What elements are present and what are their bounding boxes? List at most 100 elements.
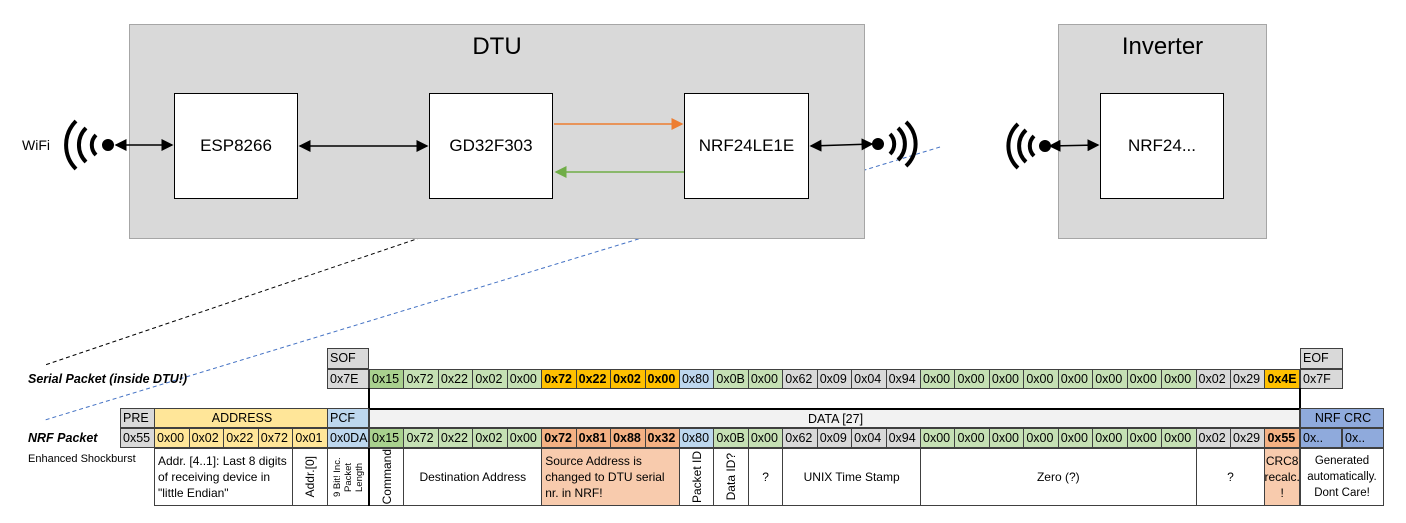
desc-command: Command [379,449,394,505]
serial-byte: 0x04 [851,369,887,389]
serial-byte: 0x00 [506,369,543,389]
arrow-nrf-antenna [809,138,874,152]
nrf-byte: 0x88 [610,428,646,448]
nrf-byte: 0x00 [1057,428,1094,448]
data-header: DATA [27] [369,408,1300,428]
desc-unix: UNIX Time Stamp [803,470,900,484]
desc-unknown1-cell: ? [747,448,784,506]
serial-byte: 0x22 [437,369,474,389]
desc-zero: Zero (?) [1036,470,1080,484]
serial-byte: 0x80 [678,369,715,389]
inverter-title: Inverter [1121,33,1204,60]
nrf-byte: 0x00 [506,428,543,448]
wifi-antenna-icon [64,119,114,171]
serial-byte: 0x62 [782,369,818,389]
serial-packet-label: Serial Packet (inside DTU!) [28,372,188,386]
serial-byte: 0x00 [1126,369,1163,389]
pre-header: PRE [120,408,155,428]
serial-byte: 0x00 [954,369,990,389]
serial-byte: 0x15 [369,369,405,389]
nrf-packet-sublabel: Enhanced Shockburst [28,453,136,465]
dtu-antenna-icon [872,120,918,168]
address-byte: 0x02 [188,428,225,448]
nrf-crc-header: NRF CRC [1300,408,1384,428]
nrf-byte: 0x00 [1126,428,1163,448]
nrf-byte: 0x94 [885,428,922,448]
nrf-byte: 0x00 [1161,428,1197,448]
desc-addr0: Addr.[0] [303,456,317,498]
address-byte: 0x00 [154,428,190,448]
desc-unknown2-cell: ? [1195,448,1266,506]
nrf-byte: 0x55 [1264,428,1300,448]
desc-addr0-cell: Addr.[0] [292,448,328,506]
desc-addr41: Addr. [4..1]: Last 8 digits of receiving… [154,448,293,506]
inverter-antenna-icon [1006,122,1051,170]
nrf-byte: 0x62 [782,428,818,448]
arrow-antenna-inverter [1048,139,1100,152]
nrf-byte: 0x29 [1230,428,1266,448]
nrf-packet-label: NRF Packet [28,431,98,445]
desc-dest: Destination Address [419,470,527,484]
nrf-byte: 0x00 [747,428,784,448]
nrf-byte: 0x00 [988,428,1025,448]
pre-value: 0x55 [120,428,155,448]
serial-byte: 0x00 [1092,369,1128,389]
serial-byte: 0x02 [472,369,508,389]
divider [1299,388,1301,408]
serial-byte: 0x00 [1057,369,1094,389]
serial-byte: 0x94 [885,369,922,389]
nrf-byte: 0x72 [541,428,577,448]
nrf-crc-byte: 0x.. [1300,428,1342,448]
desc-packet-id: Packet ID [689,450,704,504]
desc-pcf: 9 Bit! Inc. Packet Length [331,457,365,497]
nrf-byte: 0x22 [437,428,474,448]
serial-byte: 0x00 [920,369,956,389]
nrf-byte: 0x00 [1092,428,1128,448]
chip-nrf24-inverter: NRF24... [1100,93,1224,199]
desc-pcf-cell: 9 Bit! Inc. Packet Length [327,448,369,506]
wifi-label: WiFi [22,137,50,153]
serial-byte: 0x4E [1264,369,1300,389]
divider [368,388,370,408]
serial-byte: 0x00 [747,369,784,389]
desc-unknown2: ? [1227,470,1234,484]
serial-byte: 0x72 [541,369,577,389]
serial-byte: 0x00 [1023,369,1059,389]
serial-byte: 0x00 [1161,369,1197,389]
eof-header: EOF [1300,348,1343,369]
address-byte: 0x72 [257,428,294,448]
nrf-byte: 0x80 [678,428,715,448]
serial-byte: 0x02 [610,369,646,389]
desc-data-id-cell: Data ID? [713,448,749,506]
pcf-value: 0x0DA [327,428,369,448]
nrf-crc-byte: 0x.. [1342,428,1384,448]
desc-source: Source Address is changed to DTU serial … [545,454,665,500]
nrf-byte: 0x00 [1023,428,1059,448]
divider [368,448,370,506]
desc-zero-cell: Zero (?) [920,448,1197,506]
serial-byte: 0x72 [403,369,439,389]
serial-byte: 0x00 [988,369,1025,389]
pcf-header: PCF [327,408,369,428]
desc-packet-id-cell: Packet ID [678,448,715,506]
desc-crc8: CRC8 recalc. ! [1264,454,1300,500]
nrf-byte: 0x81 [575,428,612,448]
nrf-byte: 0x02 [472,428,508,448]
desc-source-cell: Source Address is changed to DTU serial … [541,448,680,506]
nrf-byte: 0x00 [954,428,990,448]
arrows [64,118,1100,178]
serial-byte: 0x22 [575,369,612,389]
serial-byte: 0x29 [1230,369,1266,389]
nrf-byte: 0x02 [1195,428,1231,448]
dtu-title: DTU [472,33,522,60]
eof-value: 0x7F [1300,369,1343,389]
address-byte: 0x01 [292,428,328,448]
serial-byte: 0x0B [713,369,749,389]
desc-unix-cell: UNIX Time Stamp [782,448,922,506]
serial-byte: 0x02 [1195,369,1231,389]
serial-byte: 0x09 [816,369,853,389]
address-header: ADDRESS [154,408,328,428]
chip-nrf24le1e: NRF24LE1E [684,93,809,199]
nrf-byte: 0x32 [644,428,680,448]
nrf-byte: 0x09 [816,428,853,448]
